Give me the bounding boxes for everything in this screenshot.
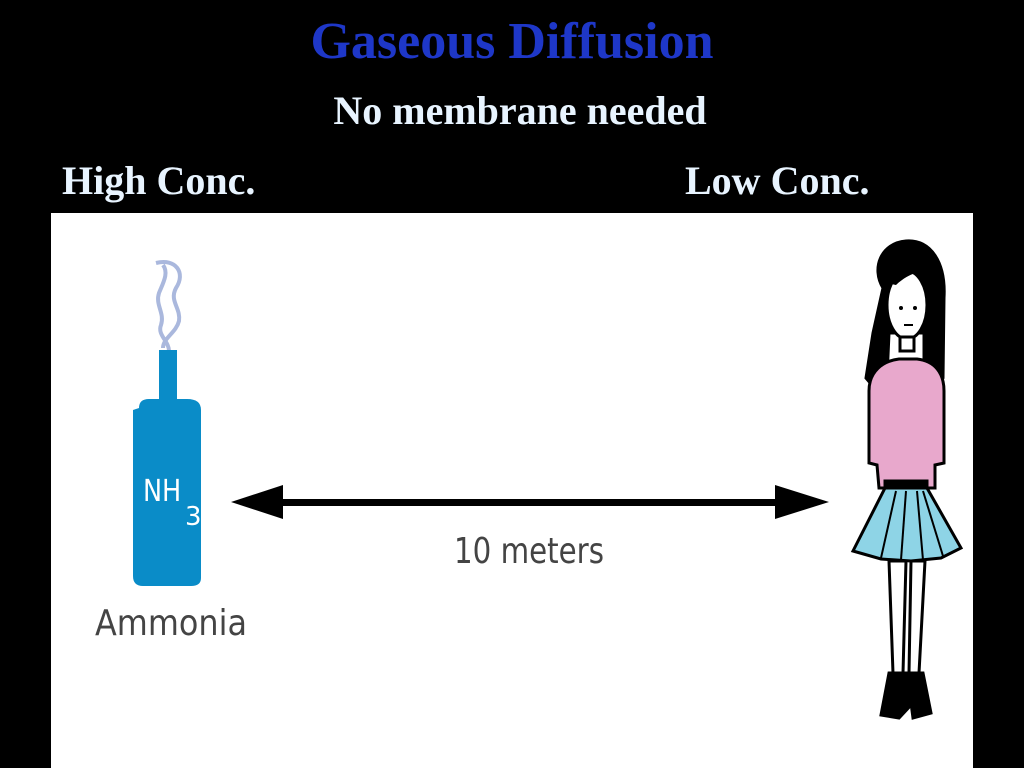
double-arrow-icon — [231, 485, 829, 519]
ammonia-bottle-icon: NH 3 — [133, 350, 202, 586]
illustration-panel: NH 3 Ammonia 10 meters — [51, 213, 973, 768]
distance-label: 10 meters — [454, 531, 604, 572]
girl-figure-icon — [850, 239, 964, 720]
slide-title: Gaseous Diffusion — [310, 13, 714, 70]
diffusion-illustration: NH 3 Ammonia 10 meters — [95, 239, 964, 720]
bottle-formula: NH — [143, 473, 181, 509]
fumes-icon — [155, 260, 182, 352]
low-concentration-label: Low Conc. — [685, 158, 870, 203]
high-concentration-label: High Conc. — [62, 158, 256, 203]
ammonia-caption: Ammonia — [95, 603, 247, 644]
slide-subtitle: No membrane needed — [333, 88, 707, 133]
bottle-formula-subscript: 3 — [185, 502, 202, 532]
